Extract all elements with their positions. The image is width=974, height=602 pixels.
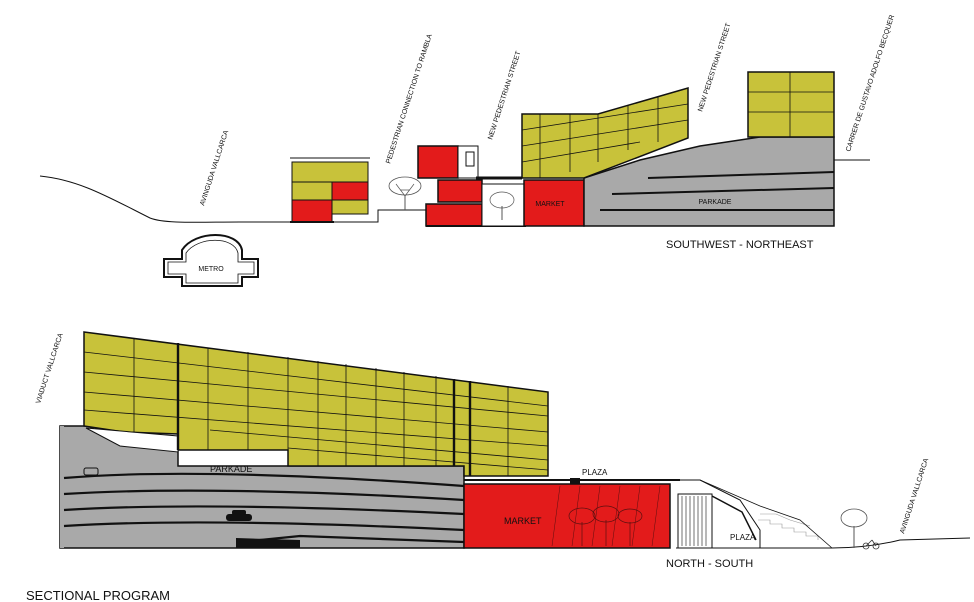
- building-left: [290, 157, 370, 223]
- plaza-label-2: PLAZA: [730, 533, 756, 542]
- market-label-bottom: MARKET: [504, 516, 542, 526]
- tree-icon: [388, 176, 422, 210]
- stair-steps: [758, 513, 819, 540]
- parkade-ramps-bottom: [63, 472, 465, 544]
- market-block-bottom: [463, 483, 671, 549]
- parkade-ramps-top: [600, 171, 835, 211]
- section-southwest-northeast: METRO: [39, 14, 896, 287]
- terrain-slope-bottom: [699, 479, 833, 549]
- parkade-label-bottom: PARKADE: [210, 464, 252, 474]
- metro-label: METRO: [198, 266, 224, 273]
- residential-floors-top-center: [521, 97, 689, 178]
- new-street-label-1: NEW PEDESTRIAN STREET: [487, 50, 522, 141]
- section-title-top: SOUTHWEST - NORTHEAST: [666, 239, 814, 251]
- pedestrian-connection-label: PEDESTRIAN CONNECTION TO RAMBLA: [385, 33, 434, 165]
- residential-block-top-right: [747, 71, 835, 138]
- structural-columns-bottom: [176, 343, 472, 476]
- tree-icon: [489, 191, 515, 220]
- market-block-top: [523, 179, 585, 227]
- page-title: SECTIONAL PROGRAM: [26, 588, 170, 602]
- market-skylight-lines: [551, 485, 661, 547]
- plaza-label-1: PLAZA: [582, 468, 608, 477]
- viaduct-label: VIADUCT VALLCARCA: [35, 332, 65, 405]
- car-icon: [226, 510, 252, 521]
- terrain-line-top: [39, 175, 292, 223]
- parkade-label-top: PARKADE: [699, 199, 732, 206]
- section-title-bottom: NORTH - SOUTH: [666, 558, 753, 570]
- avinguda-label-top: AVINGUDA VALLCARCA: [199, 129, 230, 206]
- terrain-line-bottom: [680, 537, 971, 549]
- new-street-label-2: NEW PEDESTRIAN STREET: [697, 22, 732, 113]
- residential-floors-top-right: [748, 72, 834, 137]
- bicycle-icon: [862, 539, 880, 550]
- metro-tunnel: METRO: [163, 234, 259, 287]
- tree-row-icon: [568, 505, 643, 546]
- terrain-line-top-mid: [332, 209, 426, 223]
- ramp-wedge: [236, 538, 300, 548]
- carrer-label: CARRER DE GUSTAVO ADOLFO BECQUER: [845, 14, 896, 152]
- avinguda-label-bottom: AVINGUDA VALLCARCA: [899, 457, 930, 534]
- section-north-south: PARKADE MARKET: [35, 331, 971, 570]
- building-center: [417, 145, 526, 227]
- market-label-top: MARKET: [535, 201, 565, 208]
- car-icon: [83, 467, 99, 476]
- viaduct-void: [85, 427, 179, 453]
- tree-icon: [840, 508, 868, 548]
- parkade-block-bottom-left: [60, 426, 64, 548]
